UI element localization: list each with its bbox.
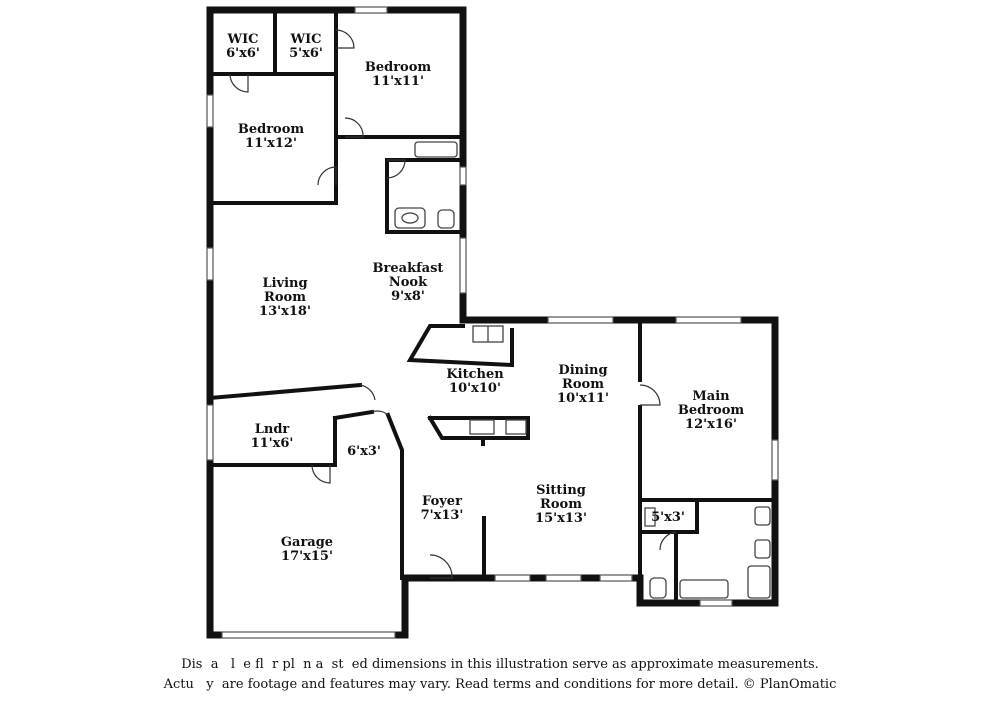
room-label-sitting-room: Sitting Room 15'x13' <box>526 484 596 526</box>
room-name: Bedroom <box>364 60 432 75</box>
room-name: WIC <box>290 32 322 47</box>
room-name: WIC <box>227 32 259 47</box>
room-size: 6'x6' <box>226 46 260 61</box>
fixtures <box>394 141 771 599</box>
room-size: 5'x6' <box>289 46 323 61</box>
room-size: 10'x10' <box>449 381 501 396</box>
room-size: 11'x12' <box>245 136 297 151</box>
room-label-bedroom-top: Bedroom 11'x11' <box>365 61 431 89</box>
disclaimer-line-1: Dis a l e fl r pl n a st ed dimensions i… <box>181 657 819 672</box>
room-name: Main Bedroom <box>677 389 745 418</box>
room-name: Bedroom <box>237 122 305 137</box>
room-label-wic-1: WIC 6'x6' <box>226 33 260 61</box>
room-size: 13'x18' <box>259 304 311 319</box>
room-size: 10'x11' <box>557 391 609 406</box>
room-name: Lndr <box>254 422 290 437</box>
room-size: 12'x16' <box>685 417 737 432</box>
room-label-laundry: Lndr 11'x6' <box>251 423 294 451</box>
room-name: Breakfast Nook <box>372 261 444 290</box>
room-label-garage: Garage 17'x15' <box>281 536 333 564</box>
room-size: 6'x3' <box>347 444 381 459</box>
room-size: 15'x13' <box>535 511 587 526</box>
room-name: Sitting Room <box>536 483 586 512</box>
room-name: Kitchen <box>446 367 504 382</box>
windows <box>206 6 779 639</box>
doors <box>229 29 677 579</box>
room-name: Dining Room <box>558 363 608 392</box>
room-label-dining-room: Dining Room 10'x11' <box>548 364 618 406</box>
room-label-breakfast-nook: Breakfast Nook 9'x8' <box>368 262 448 304</box>
room-size: 11'x11' <box>372 74 424 89</box>
room-label-main-bedroom: Main Bedroom 12'x16' <box>676 390 746 432</box>
room-label-wic-2: WIC 5'x6' <box>289 33 323 61</box>
room-size: 7'x13' <box>420 508 464 523</box>
room-name: Foyer <box>422 494 462 509</box>
room-label-kitchen: Kitchen 10'x10' <box>446 368 503 396</box>
room-label-closet-5x3: 5'x3' <box>651 511 685 525</box>
room-name: Garage <box>280 535 334 550</box>
room-label-living-room: Living Room 13'x18' <box>250 277 320 319</box>
interior-walls <box>207 8 777 605</box>
room-size: 11'x6' <box>250 436 294 451</box>
disclaimer-line-2: Actu y are footage and features may vary… <box>163 677 837 692</box>
room-label-foyer: Foyer 7'x13' <box>421 495 464 523</box>
room-size: 9'x8' <box>391 289 425 304</box>
room-size: 5'x3' <box>651 510 685 525</box>
room-size: 17'x15' <box>281 549 333 564</box>
room-label-bedroom-left: Bedroom 11'x12' <box>238 123 304 151</box>
room-name: Living Room <box>262 276 308 305</box>
room-label-closet-6x3: 6'x3' <box>347 445 381 459</box>
